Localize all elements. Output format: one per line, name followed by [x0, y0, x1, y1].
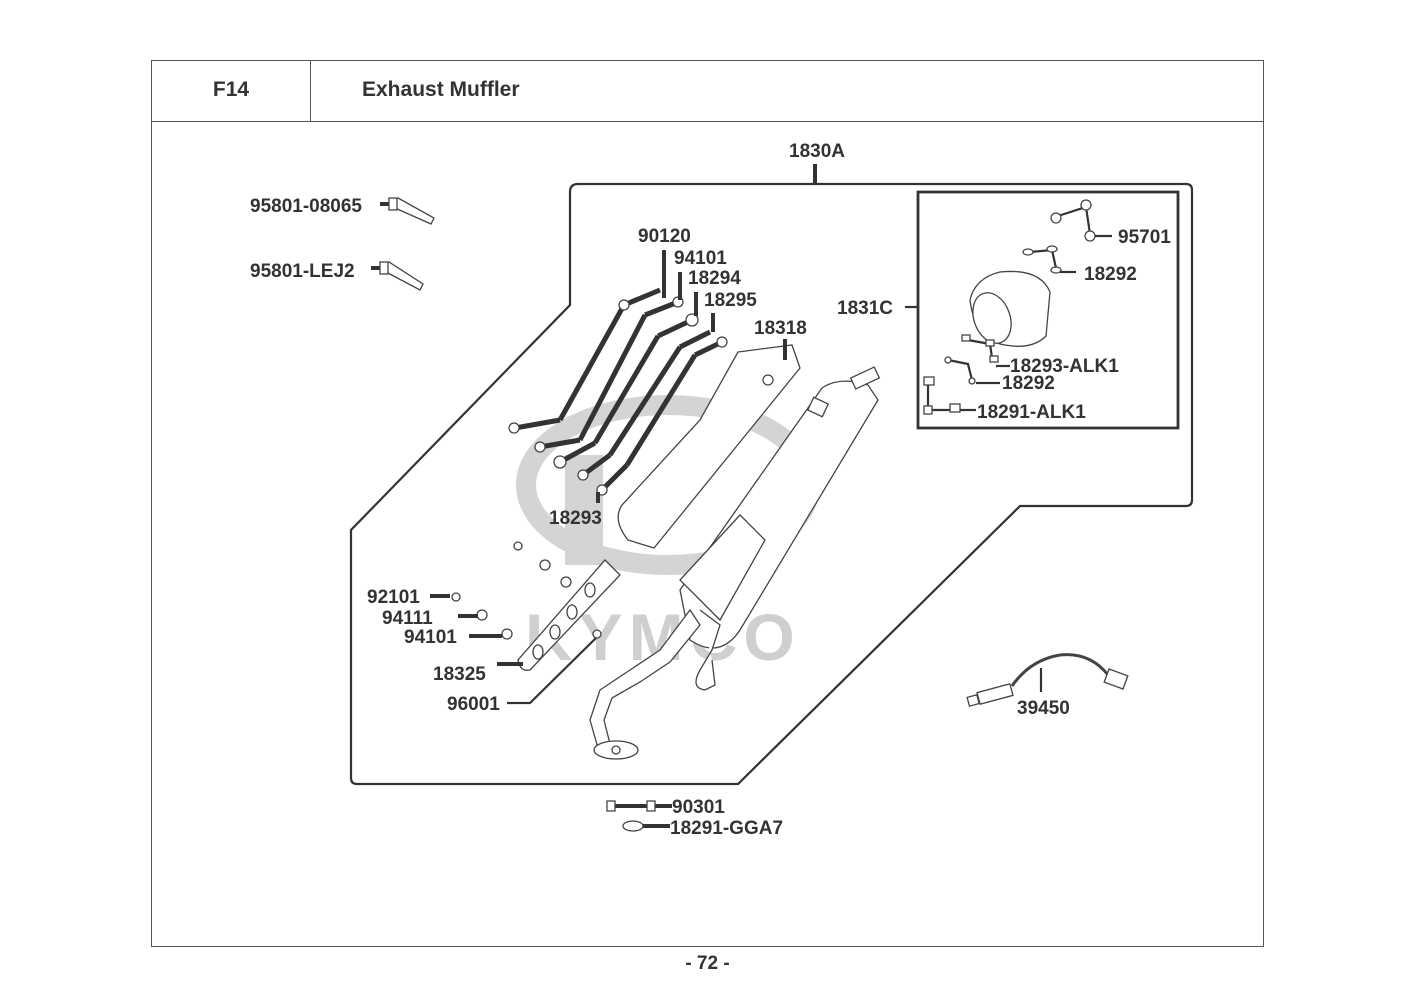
- bolt-95801-lej2-icon: [371, 261, 424, 291]
- bolt-95801-08065-icon: [380, 197, 435, 225]
- callout-92101: 92101: [367, 587, 420, 608]
- assembly-1830a-outline: [349, 182, 1194, 786]
- sub-assembly-1831c-box: [916, 190, 1180, 430]
- gasket-18291-gga7-icon: [622, 820, 670, 832]
- callout-18293: 18293: [549, 508, 602, 529]
- callout-95701: 95701: [1118, 227, 1171, 248]
- leader-96001: [507, 637, 597, 705]
- muffler-protector-icon: [517, 559, 621, 671]
- callout-94101-top: 94101: [674, 248, 727, 269]
- callout-18295: 18295: [704, 290, 757, 311]
- figure-code: F14: [212, 78, 250, 101]
- bolt-90301-icon: [606, 800, 672, 812]
- page-title: Exhaust Muffler: [362, 78, 520, 101]
- callout-18292-bottom: 18292: [1002, 373, 1055, 394]
- callout-95801-08065: 95801-08065: [250, 196, 362, 217]
- page-number: - 72 -: [685, 953, 730, 974]
- header-divider: [151, 121, 1264, 122]
- protector-screws-icon: [451, 541, 602, 640]
- callout-1831c: 1831C: [837, 298, 893, 319]
- callout-90120: 90120: [638, 226, 691, 247]
- stay-brackets-icon: [508, 287, 728, 496]
- heat-shield-hole-icon: [762, 374, 774, 386]
- gasket-top-icon: [1022, 245, 1062, 274]
- callout-18318: 18318: [754, 318, 807, 339]
- callout-18291-alk1: 18291-ALK1: [977, 402, 1086, 423]
- callout-18293-alk1: 18293-ALK1: [1010, 356, 1119, 377]
- callout-96001: 96001: [447, 694, 500, 715]
- end-cap-icon: [969, 270, 1051, 347]
- page-frame: [151, 60, 1264, 947]
- callout-95801-lej2: 95801-LEJ2: [250, 261, 355, 282]
- callout-94111: 94111: [382, 608, 433, 629]
- oxygen-sensor-icon: [966, 653, 1129, 707]
- callout-18294: 18294: [688, 268, 741, 289]
- gasket-bottom-icons: [923, 334, 999, 415]
- callout-94101-bottom: 94101: [404, 627, 457, 648]
- callout-1830a: 1830A: [789, 141, 845, 162]
- end-cap-bolts-icon: [1050, 199, 1096, 242]
- heat-shield-icon: [617, 344, 801, 549]
- muffler-body-icon: [589, 366, 881, 760]
- callout-39450: 39450: [1017, 698, 1070, 719]
- header-code-cell: [151, 60, 311, 122]
- callout-18325: 18325: [433, 664, 486, 685]
- callout-90301: 90301: [672, 797, 725, 818]
- callout-18292-top: 18292: [1084, 264, 1137, 285]
- callout-18291-gga7: 18291-GGA7: [670, 818, 783, 839]
